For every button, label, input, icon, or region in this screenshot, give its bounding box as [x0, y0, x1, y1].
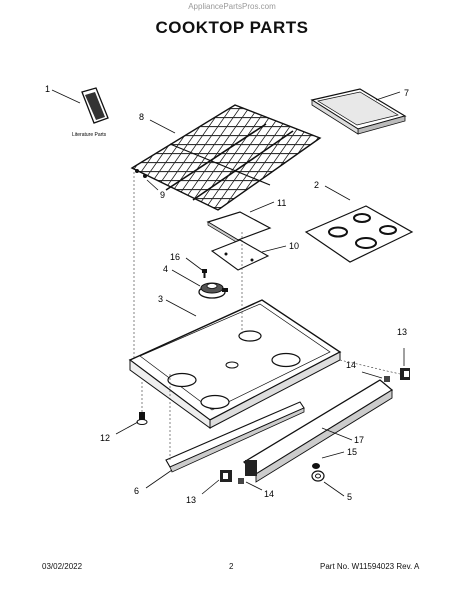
callout-12: 12	[100, 433, 110, 443]
callout-11: 11	[277, 198, 286, 208]
leader-2	[324, 185, 351, 201]
leader-9	[146, 179, 159, 191]
leader-3	[165, 299, 197, 317]
callout-6: 6	[134, 486, 139, 496]
bracket-right	[400, 368, 410, 380]
leader-10	[261, 245, 287, 253]
watermark: AppliancePartsPros.com	[188, 2, 276, 11]
callout-7: 7	[404, 88, 409, 98]
page-title: COOKTOP PARTS	[155, 18, 309, 37]
gasket	[210, 239, 270, 271]
leader-17	[321, 427, 353, 441]
leader-15	[321, 451, 345, 459]
leader-14a	[245, 481, 263, 491]
literature-label: Literature Parts	[72, 132, 107, 138]
leader-14b	[361, 371, 383, 379]
callout-14-right: 14	[346, 360, 356, 370]
callout-2: 2	[314, 180, 319, 190]
alignment-lines	[133, 172, 401, 462]
callout-10: 10	[289, 241, 299, 251]
callout-13-right: 13	[397, 327, 407, 337]
clip-bottom	[238, 478, 244, 484]
callout-5: 5	[347, 492, 352, 502]
leader-1	[51, 89, 81, 104]
nut	[312, 463, 320, 469]
leader-8	[149, 119, 176, 134]
griddle-insert	[304, 205, 414, 263]
leader-4	[171, 269, 201, 287]
griddle	[310, 88, 407, 135]
callout-4: 4	[163, 264, 168, 274]
leader-7	[375, 91, 401, 101]
grate-feet	[135, 169, 147, 178]
callout-16: 16	[170, 252, 180, 262]
leader-16	[185, 257, 203, 271]
callout-15: 15	[347, 447, 357, 457]
footer-part-number: Part No. W11594023 Rev. A	[320, 562, 420, 571]
footer-date: 03/02/2022	[42, 562, 83, 571]
bolt	[136, 412, 148, 425]
burner-grates	[130, 104, 322, 211]
callout-9: 9	[160, 190, 165, 200]
callout-3: 3	[158, 294, 163, 304]
callout-14-bottom: 14	[264, 489, 274, 499]
leader-11	[249, 201, 275, 213]
callout-1: 1	[45, 84, 50, 94]
clip-right	[384, 376, 390, 382]
callout-17: 17	[354, 435, 364, 445]
leader-6	[145, 469, 173, 489]
burner-base	[198, 282, 228, 299]
screw	[202, 269, 207, 278]
literature-parts-booklet	[81, 87, 109, 124]
footer-page-number: 2	[229, 562, 234, 571]
leader-5	[323, 481, 345, 497]
cooktop-panel	[128, 299, 342, 429]
callout-13-bottom: 13	[186, 495, 196, 505]
callout-8: 8	[139, 112, 144, 122]
lower-rail	[165, 401, 305, 473]
cover-plate	[206, 211, 272, 244]
washer	[311, 470, 325, 482]
bracket-bottom	[220, 470, 232, 482]
manifold-panel	[242, 379, 394, 483]
leader-12	[115, 421, 139, 435]
leader-13a	[201, 479, 220, 495]
